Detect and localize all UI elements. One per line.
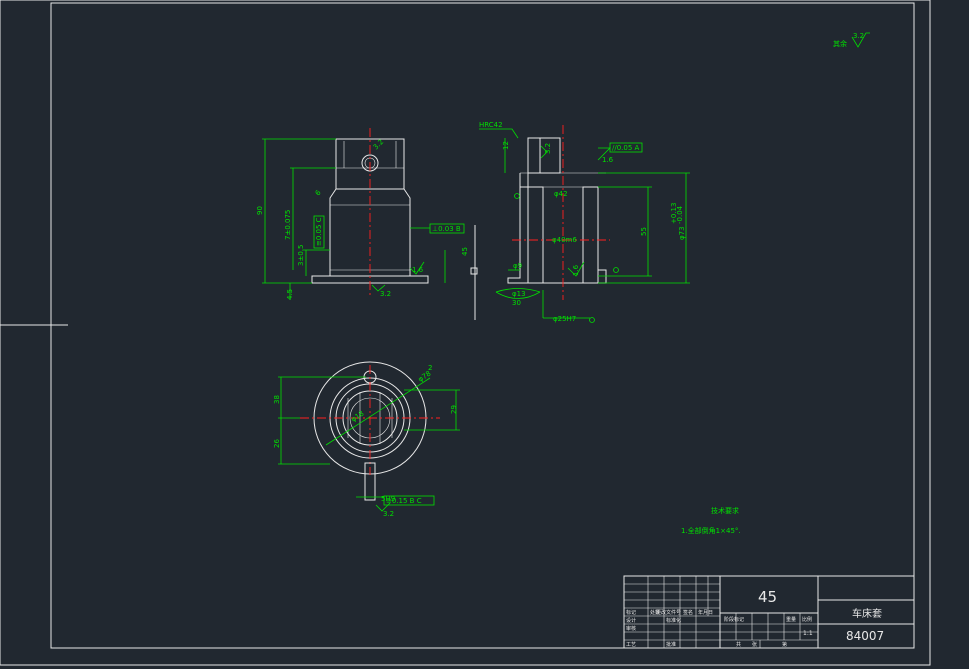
tb-label-stage: 阶段标记 — [724, 616, 744, 623]
dim-55: 55 — [640, 227, 648, 236]
front-view: 90 7±0.075 3±0.5 4.5 ≡0.05 C ⊥0.03 B 45 … — [256, 128, 478, 320]
tb-label-mark: 标记 — [626, 609, 636, 616]
section-view: HRC42 12 3.2 φ42 φ40m6 //0.05 A 1.6 φ73 … — [479, 121, 690, 323]
dim-4-5: 4.5 — [286, 289, 294, 300]
title-block: 标记 处数 更改文件号 签名 年月日 设计 标准化 审核 工艺 批准 阶段标记 … — [623, 575, 915, 649]
tb-label-sign: 签名 — [683, 609, 693, 616]
dim-phi13: φ13 — [512, 290, 526, 298]
tb-label-count: 处数 — [650, 609, 660, 616]
top-view: φ78 φ18 2 38 26 29 ≡0.15 B C 5H9 3.2 — [273, 361, 460, 518]
gdt-bottom: ≡0.15 B C — [386, 497, 422, 505]
tb-label-scale: 比例 — [802, 616, 812, 623]
gdt-perp-front: ⊥0.03 B — [432, 225, 461, 233]
rough-sec-2: 1.6 — [602, 156, 614, 164]
dim-30: 30 — [512, 299, 521, 307]
tech-req-title: 技术要求 — [711, 506, 739, 515]
dim-12: 12 — [502, 141, 510, 150]
tech-req-item1: 1.全部倒角1×45°. — [681, 526, 741, 535]
dim-29: 29 — [450, 405, 458, 414]
dim-38: 38 — [273, 395, 281, 404]
dim-6-front: 6 — [314, 188, 323, 197]
tb-part-name: 车床套 — [852, 607, 882, 620]
roughness-note-label: 其余 — [833, 39, 847, 48]
rough-front-2: 1.6 — [412, 266, 424, 274]
tb-label-design: 设计 — [626, 617, 636, 624]
tb-label-date: 年月日 — [698, 609, 713, 616]
dim-tol-dn: -0.04 — [676, 205, 684, 224]
tb-label-weight: 重量 — [786, 616, 796, 623]
outer-frame — [0, 0, 931, 666]
tb-label-change: 更改文件号 — [656, 609, 681, 616]
dim-tol-up: +0.13 — [670, 203, 678, 224]
gdt-par-sec: //0.05 A — [612, 144, 640, 152]
rough-sec-3: 1.6 — [572, 264, 580, 276]
hrc-note: HRC42 — [479, 121, 503, 129]
rough-top: 3.2 — [383, 510, 394, 518]
dim-3: 3±0.5 — [297, 245, 305, 266]
tb-label-page: 第 — [782, 641, 787, 648]
dim-26: 26 — [273, 439, 281, 448]
dim-phi25: φ25H7 — [553, 315, 576, 323]
tb-material: 45 — [758, 588, 777, 606]
tb-label-sheet: 张 — [752, 641, 757, 648]
dim-phi42: φ42 — [554, 190, 568, 198]
dim-phi9: φ9 — [513, 262, 522, 270]
tb-label-process: 工艺 — [626, 642, 636, 648]
slot-width: 5H9 — [381, 495, 395, 503]
tb-label-approve: 批准 — [666, 641, 676, 648]
dim-phi73: φ73 — [678, 226, 686, 240]
dim-phi40: φ40m6 — [552, 236, 577, 244]
roughness-note: 其余 3.2 — [833, 32, 870, 48]
tb-scale-value: 1:1 — [803, 630, 813, 637]
dim-7: 7±0.075 — [284, 210, 292, 240]
tb-drawing-no: 84007 — [846, 629, 884, 643]
tb-label-review: 审核 — [626, 625, 636, 632]
rough-sec-1: 3.2 — [544, 143, 552, 154]
gdt-sym-front: ≡0.05 C — [315, 217, 323, 246]
dim-90: 90 — [256, 206, 264, 215]
dim-2: 2 — [428, 364, 432, 372]
tb-label-standard: 标准化 — [666, 617, 681, 624]
rough-front-1: 3.2 — [372, 138, 386, 152]
roughness-note-value: 3.2 — [853, 32, 864, 40]
rough-front-3: 3.2 — [380, 290, 391, 298]
inner-frame — [50, 2, 915, 649]
tb-label-total: 共 — [736, 641, 741, 648]
dim-45: 45 — [461, 247, 469, 256]
